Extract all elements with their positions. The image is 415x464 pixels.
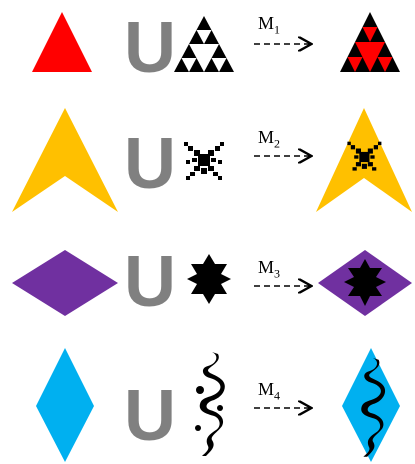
row-4: U M4 — [0, 340, 415, 464]
map-letter-4: M — [258, 379, 274, 399]
dashed-arrow-1 — [252, 34, 318, 54]
result-triangle-1 — [338, 10, 402, 74]
union-symbol-4: U — [124, 380, 176, 452]
result-rhombus-3 — [316, 248, 414, 318]
dashed-arrow-4 — [252, 398, 318, 418]
purple-rhombus — [10, 248, 120, 318]
result-chevron-2 — [314, 106, 414, 214]
dashed-arrow-3 — [252, 276, 318, 296]
crab-like-fractal — [180, 140, 228, 182]
map-letter-2: M — [258, 127, 274, 147]
union-symbol-3: U — [124, 246, 176, 318]
dashed-arrow-2 — [252, 146, 318, 166]
map-letter-1: M — [258, 13, 274, 33]
red-triangle — [30, 10, 94, 74]
koch-snowflake — [184, 252, 234, 306]
map-letter-3: M — [258, 257, 274, 277]
row-3: U M3 — [0, 240, 415, 320]
row-1: U M1 — [0, 0, 415, 90]
blue-rhombus — [34, 346, 96, 464]
row-2: U M2 — [0, 100, 415, 220]
result-rhombus-4 — [340, 346, 402, 464]
union-symbol-1: U — [124, 12, 176, 84]
map-label-1: M1 — [258, 14, 280, 36]
dragon-curve — [190, 350, 230, 458]
yellow-chevron — [10, 106, 120, 214]
sierpinski-triangle — [172, 14, 236, 74]
union-symbol-2: U — [124, 128, 176, 200]
